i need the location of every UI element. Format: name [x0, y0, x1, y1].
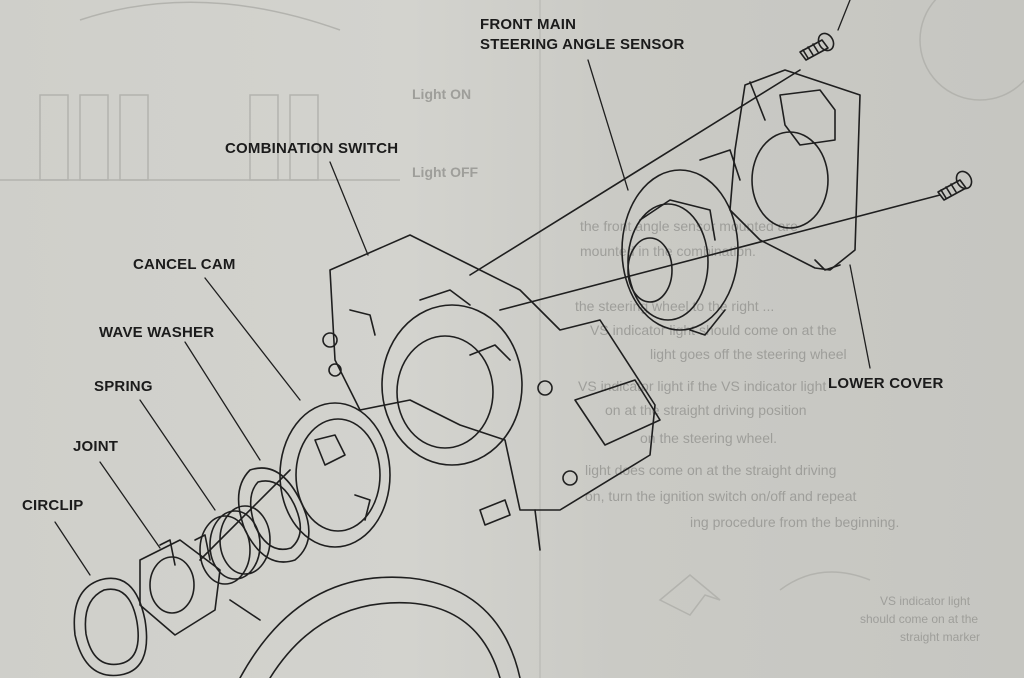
ghost-caption-line: VS indicator light — [880, 594, 971, 608]
label-front-main-sensor-line1: FRONT MAIN — [480, 16, 577, 33]
ghost-line: light goes off the steering wheel — [650, 346, 847, 362]
ghost-light-on: Light ON — [412, 86, 472, 102]
label-lower-cover: LOWER COVER — [828, 375, 944, 392]
wave-washer-part — [237, 467, 310, 563]
label-combination-switch: COMBINATION SWITCH — [225, 140, 399, 157]
ghost-line: VS indicator light should come on at the — [590, 322, 837, 338]
label-circlip: CIRCLIP — [22, 497, 84, 514]
steering-wheel-hub-part — [239, 576, 521, 678]
cancel-cam-part — [279, 402, 391, 548]
label-wave-washer: WAVE WASHER — [99, 324, 215, 341]
spring-part — [199, 505, 271, 585]
label-cancel-cam: CANCEL CAM — [133, 256, 236, 273]
joint-part — [139, 534, 221, 636]
ghost-line: on, turn the ignition switch on/off and … — [585, 488, 857, 504]
label-spring: SPRING — [94, 378, 153, 395]
label-joint: JOINT — [73, 438, 119, 455]
ghost-caption-line: should come on at the — [860, 612, 979, 626]
explode-axis-lines — [199, 69, 941, 621]
label-front-main-sensor-line2: STEERING ANGLE SENSOR — [480, 36, 685, 53]
circlip-part — [73, 577, 148, 677]
combination-switch-part — [322, 234, 661, 551]
lower-cover-part — [729, 69, 861, 271]
right-screw — [937, 170, 973, 201]
ghost-line: light does come on at the straight drivi… — [585, 462, 837, 478]
ghost-light-off: Light OFF — [412, 164, 479, 180]
steering-angle-sensor-part — [621, 149, 741, 336]
ghost-line: ing procedure from the beginning. — [690, 514, 900, 530]
leader-lines — [54, 0, 871, 576]
ghost-caption-line: straight marker — [900, 630, 981, 644]
ghost-line: on the steering wheel. — [640, 430, 777, 446]
top-screw — [799, 32, 835, 61]
